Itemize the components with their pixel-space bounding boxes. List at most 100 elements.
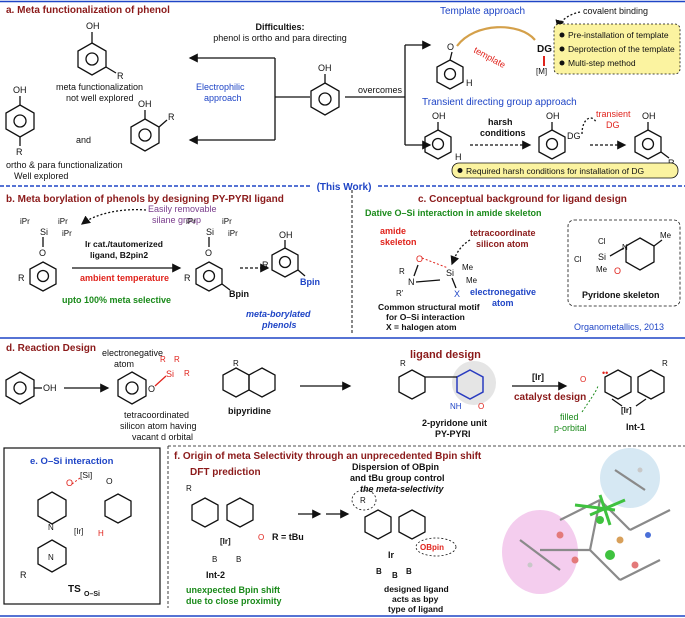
svg-text:R: R bbox=[399, 267, 405, 276]
svg-text:Bpin: Bpin bbox=[229, 289, 249, 299]
svg-text:O: O bbox=[447, 42, 454, 52]
dispersion-label-2: and tBu group control bbox=[350, 473, 445, 483]
harsh-label-1: harsh bbox=[488, 117, 513, 127]
svg-text:Cl: Cl bbox=[574, 255, 582, 264]
svg-text:B: B bbox=[406, 567, 412, 576]
amide-label-2: skeleton bbox=[380, 237, 417, 247]
condition-2: ligand, B2pin2 bbox=[90, 250, 148, 260]
designed-label-1: designed ligand bbox=[384, 584, 449, 594]
common-motif-2: for O–Si interaction bbox=[386, 312, 465, 322]
transient-phenol-2: OH DG bbox=[538, 111, 581, 160]
ligand-design-label: ligand design bbox=[410, 349, 481, 361]
svg-text:iPr: iPr bbox=[20, 217, 30, 226]
svg-text:Si: Si bbox=[166, 369, 174, 379]
filled-label-1: filled bbox=[560, 412, 579, 422]
template-drawback-item: Deprotection of the template bbox=[568, 44, 675, 54]
svg-text:N: N bbox=[48, 553, 54, 562]
svg-text:N: N bbox=[622, 243, 628, 252]
svg-text:Bpin: Bpin bbox=[300, 277, 320, 287]
svg-text:R: R bbox=[186, 484, 192, 493]
svg-text:O: O bbox=[66, 478, 73, 488]
covalent-binding-label: covalent binding bbox=[583, 6, 648, 16]
svg-text:OBpin: OBpin bbox=[420, 543, 444, 552]
svg-text:H: H bbox=[466, 78, 473, 88]
svg-text:DG: DG bbox=[567, 131, 581, 141]
orthopara-label-1: ortho & para functionalization bbox=[6, 160, 123, 170]
upto-label: upto 100% meta selective bbox=[62, 295, 171, 305]
harsh-label-2: conditions bbox=[480, 128, 526, 138]
silyl-ether-d-structure: O Si R R R bbox=[117, 355, 190, 405]
svg-text:[Ir]: [Ir] bbox=[74, 527, 83, 536]
section-e: e. O–Si interaction O [Si] O N [Ir] H N … bbox=[3, 447, 161, 605]
section-f-title: f. Origin of meta Selectivity through an… bbox=[174, 451, 482, 462]
pypyri-label: PY-PYRI bbox=[435, 429, 471, 439]
svg-text:O: O bbox=[148, 384, 155, 394]
svg-text:Me: Me bbox=[596, 265, 608, 274]
section-e-title: e. O–Si interaction bbox=[30, 456, 114, 467]
overcomes-label: overcomes bbox=[358, 85, 403, 95]
transient-phenol-3: OH R bbox=[634, 111, 675, 168]
ts-label: TS bbox=[68, 584, 81, 595]
svg-text:iPr: iPr bbox=[186, 217, 196, 226]
template-drawback-item: Multi-step method bbox=[568, 58, 636, 68]
svg-text:H: H bbox=[98, 529, 104, 538]
bipyridine-label: bipyridine bbox=[228, 406, 271, 416]
svg-text:Si: Si bbox=[446, 268, 454, 278]
silyl-ether-reactant: iPr iPr Si iPr O R bbox=[18, 217, 72, 292]
dispersion-label-1: Dispersion of OBpin bbox=[352, 462, 439, 472]
svg-text:R: R bbox=[184, 369, 190, 378]
electroneg-c-1: electronegative bbox=[470, 287, 536, 297]
dative-label: Dative O–Si interaction in amide skeleto… bbox=[365, 208, 542, 218]
borylated-product: iPr iPr Si iPr O R Bpin bbox=[184, 217, 249, 299]
svg-text:Si: Si bbox=[598, 252, 606, 262]
int2-label: Int-2 bbox=[206, 570, 225, 580]
svg-text:R: R bbox=[16, 147, 23, 157]
dft-label: DFT prediction bbox=[190, 467, 261, 478]
svg-text:O: O bbox=[39, 248, 46, 258]
electroneg-c-2: atom bbox=[492, 298, 514, 308]
catalyst-design-label: catalyst design bbox=[514, 392, 586, 403]
svg-text:••: •• bbox=[602, 368, 608, 378]
svg-text:H: H bbox=[455, 152, 462, 162]
electroneg-d-2: atom bbox=[114, 359, 134, 369]
template-approach-title: Template approach bbox=[440, 6, 525, 17]
svg-text:N: N bbox=[408, 277, 415, 287]
meta-phenol-structure: OH R bbox=[77, 21, 124, 81]
meta-borylated-phenol: OH R Bpin bbox=[262, 230, 320, 287]
svg-text:[Ir]: [Ir] bbox=[621, 406, 632, 415]
svg-text:[M]: [M] bbox=[536, 67, 547, 76]
svg-text:iPr: iPr bbox=[58, 217, 68, 226]
required-harsh-box bbox=[451, 162, 679, 179]
designed-label-2: acts as bpy bbox=[392, 594, 439, 604]
tetra-d-3: vacant d orbital bbox=[132, 432, 193, 442]
svg-text:Me: Me bbox=[660, 231, 672, 240]
svg-text:NH: NH bbox=[450, 402, 462, 411]
template-label: template bbox=[472, 45, 507, 70]
tetra-d-2: silicon atom having bbox=[120, 421, 197, 431]
dispersion-label-3: the meta-selectivity bbox=[360, 484, 445, 494]
bipyridine-structure: R bbox=[222, 359, 276, 398]
svg-text:O: O bbox=[478, 402, 484, 411]
section-e-box bbox=[3, 447, 161, 605]
transient-dg-label-1: transient bbox=[596, 109, 631, 119]
svg-text:Ir: Ir bbox=[388, 550, 395, 560]
pyridone-label: Pyridone skeleton bbox=[582, 290, 660, 300]
svg-text:R: R bbox=[20, 570, 27, 580]
svg-text:DG: DG bbox=[537, 44, 552, 55]
ortho-phenol-structure: OH R bbox=[130, 99, 175, 152]
svg-text:OH: OH bbox=[43, 383, 57, 393]
designed-ligand-structure: Ir B B B OBpin bbox=[364, 509, 457, 580]
section-d-title: d. Reaction Design bbox=[6, 343, 96, 354]
svg-text:iPr: iPr bbox=[222, 217, 232, 226]
transient-dg-label-2: DG bbox=[606, 120, 620, 130]
svg-text:O: O bbox=[416, 254, 423, 264]
this-work-label: (This Work) bbox=[317, 182, 372, 193]
designed-label-3: type of ligand bbox=[388, 604, 443, 614]
svg-text:O: O bbox=[614, 266, 621, 276]
svg-text:R: R bbox=[174, 355, 180, 364]
svg-text:B: B bbox=[392, 571, 398, 580]
electrophilic-label-1: Electrophilic bbox=[196, 82, 245, 92]
section-c-title: c. Conceptual background for ligand desi… bbox=[418, 194, 627, 205]
svg-text:R: R bbox=[160, 355, 166, 364]
pyridone-unit-label: 2-pyridone unit bbox=[422, 418, 487, 428]
